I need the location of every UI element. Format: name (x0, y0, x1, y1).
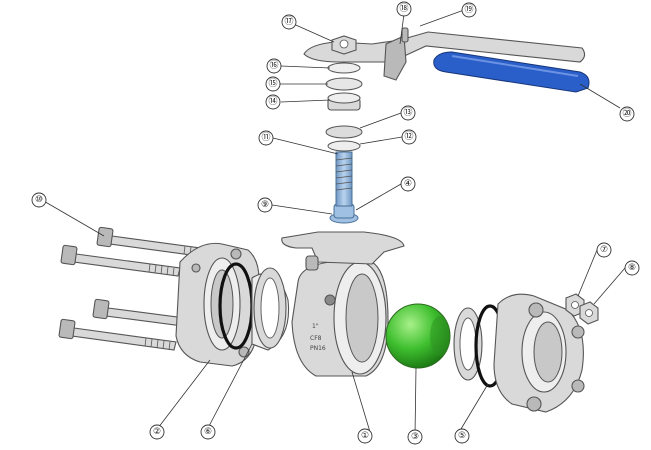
nut (579, 301, 599, 325)
callout-14-label: ⑭ (268, 96, 277, 107)
ball (385, 303, 451, 369)
callout-14: ⑭ (265, 94, 281, 110)
lock-washer (327, 62, 361, 74)
callout-11-label: ⑪ (261, 132, 270, 143)
callout-20: ⑳ (619, 106, 635, 122)
callout-12: ⑫ (401, 129, 417, 145)
bolt-bottom (58, 318, 177, 351)
callout-5: ⑤ (454, 428, 470, 444)
callout-16: ⑯ (266, 58, 282, 74)
end-cap-right (493, 293, 585, 413)
packing (327, 140, 361, 152)
callout-8: ⑧ (624, 260, 640, 276)
callout-2-label: ② (153, 427, 161, 437)
callout-10-label: ⑩ (35, 195, 43, 205)
handle-grip (433, 51, 590, 93)
stem-assembly (325, 62, 363, 224)
callout-9-label: ⑨ (261, 200, 269, 210)
bolt-top (96, 226, 216, 259)
seat-left (218, 262, 290, 351)
leader-lines (41, 9, 626, 437)
callout-17: ⑰ (281, 14, 297, 30)
callout-15: ⑮ (265, 76, 281, 92)
callout-1: ① (357, 428, 373, 444)
callout-12-label: ⑫ (404, 131, 413, 142)
callout-3: ③ (407, 429, 423, 445)
bolt-upper-mid (60, 244, 181, 277)
seat-right (453, 304, 506, 388)
stem-nut (331, 35, 357, 55)
body-marking-size: 1" (312, 323, 319, 330)
callout-6-label: ⑥ (204, 427, 212, 437)
callout-1-label: ① (361, 431, 369, 441)
callout-17-label: ⑰ (284, 16, 293, 27)
callout-16-label: ⑯ (269, 60, 278, 71)
callout-18: ⑱ (396, 1, 412, 17)
callout-10: ⑩ (31, 192, 47, 208)
callout-5-label: ⑤ (458, 431, 466, 441)
disc-spring (325, 77, 363, 91)
bolt-group-left (58, 226, 216, 351)
body-marking-class: CF8 (310, 335, 322, 342)
callout-18-label: ⑱ (399, 3, 408, 14)
callout-8-label: ⑧ (628, 263, 636, 273)
callout-19-label: ⑲ (464, 4, 473, 15)
end-cap-left (175, 242, 260, 367)
packing-gland (325, 125, 363, 139)
stem (335, 151, 353, 207)
handle (303, 31, 586, 81)
callout-11: ⑪ (258, 130, 274, 146)
callout-9: ⑨ (257, 197, 273, 213)
callout-13-label: ⑬ (403, 107, 412, 118)
callout-13: ⑬ (400, 105, 416, 121)
callout-4-label: ④ (404, 179, 412, 189)
gland-nut (327, 92, 361, 111)
callout-15-label: ⑮ (268, 78, 277, 89)
callout-20-label: ⑳ (622, 108, 631, 119)
callout-19: ⑲ (461, 2, 477, 18)
callout-6: ⑥ (200, 424, 216, 440)
callout-3-label: ③ (411, 432, 419, 442)
stop-pin (401, 27, 409, 43)
callout-2: ② (149, 424, 165, 440)
valve-body: 1" CF8 PN16 (281, 231, 405, 377)
callout-7-label: ⑦ (600, 245, 608, 255)
callout-4: ④ (400, 176, 416, 192)
callout-7: ⑦ (596, 242, 612, 258)
body-marking-pressure: PN16 (310, 345, 326, 352)
